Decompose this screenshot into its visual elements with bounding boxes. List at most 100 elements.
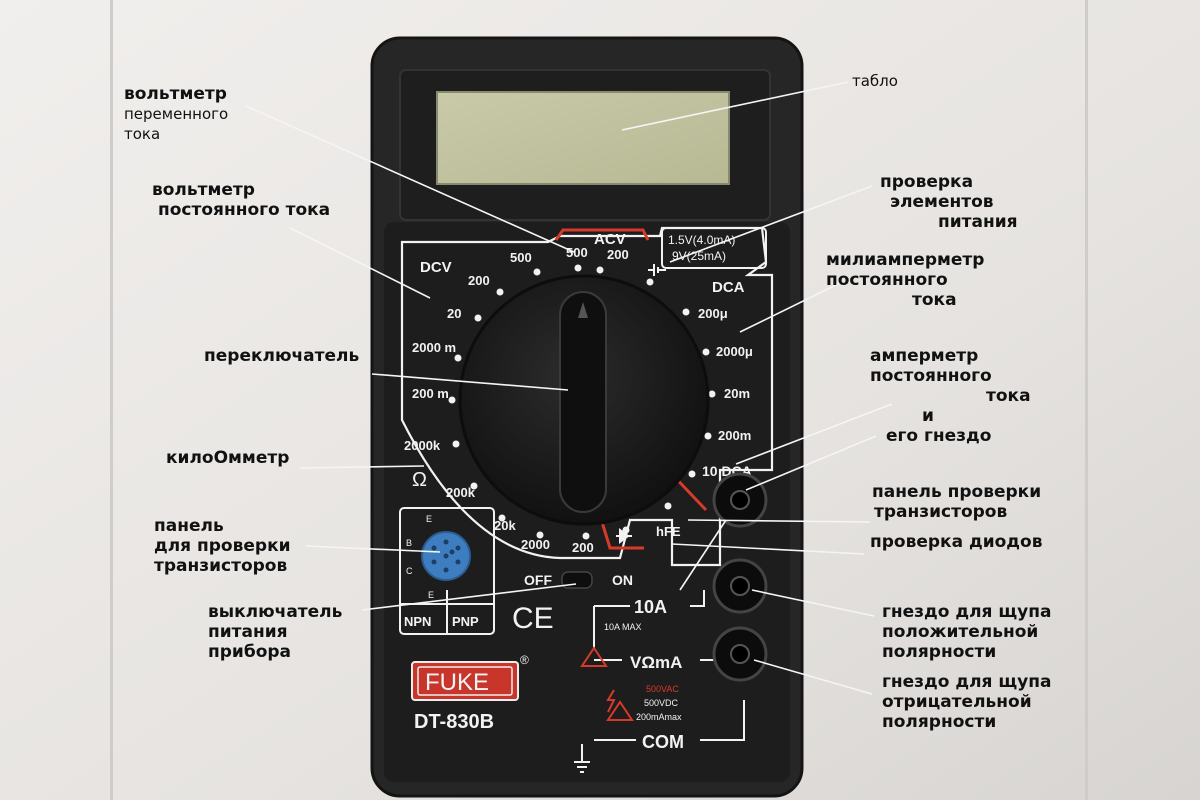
ohm-range-200: 200: [572, 540, 594, 555]
lcd-screen: [436, 91, 730, 185]
power-off-label: OFF: [524, 572, 552, 588]
leader-positive-jack: [751, 589, 875, 617]
label-dc-milliammeter: милиамперметр постоянного тока: [826, 250, 984, 310]
warning-icon-2: [606, 700, 634, 721]
brand-badge-inner: [417, 666, 513, 696]
lightning-icon: [606, 689, 616, 713]
leader-selector: [371, 373, 569, 391]
model-name: DT-830B: [414, 711, 494, 733]
frame-edge-right: [1085, 0, 1088, 800]
label-dc-milliammeter-line1: милиамперметр: [826, 250, 985, 270]
brand-badge: [411, 661, 519, 701]
label-negative-jack-line2: отрицательной: [882, 692, 1032, 712]
leader-dc-milliammeter: [739, 281, 843, 333]
label-transistor-panel-right-line2: транзисторов: [874, 502, 1008, 522]
leader-display: [621, 81, 849, 131]
leader-transistor-panel-right: [687, 519, 871, 523]
jack-com[interactable]: [712, 626, 768, 682]
label-transistor-panel-left: панель для проверки транзисторов: [154, 516, 291, 576]
jack-v-ohm-ma[interactable]: [712, 558, 768, 614]
transistor-socket-holes: [431, 539, 461, 573]
label-power-switch-line3: прибора: [208, 642, 292, 662]
label-power-switch-line2: питания: [208, 622, 288, 642]
label-dc-ammeter-line2: постоянного: [870, 366, 992, 386]
battery-range-1: 1.5V(4.0mA): [668, 233, 735, 247]
battery-box: [661, 227, 767, 269]
label-positive-jack-line1: гнездо для щупа: [882, 602, 1052, 622]
leader-power-switch: [361, 583, 577, 611]
acv-title: ACV: [594, 231, 626, 248]
battery-range-2: 9V(25mA): [672, 249, 726, 263]
limit-500vac: 500VAC: [646, 684, 679, 694]
leader-dc-voltmeter: [289, 227, 431, 299]
ohm-range-2000k: 2000k: [404, 438, 441, 453]
label-power-switch-line1: выключатель: [208, 602, 343, 622]
jack-10a[interactable]: [712, 472, 768, 528]
ohm-range-20k: 20k: [494, 518, 516, 533]
dcv-range-200m: 200 m: [412, 386, 449, 401]
selector-handle[interactable]: [559, 291, 607, 513]
label-negative-jack-line1: гнездо для щупа: [882, 672, 1052, 692]
leader-transistor-panel-left: [305, 545, 441, 553]
range-dots: [448, 264, 716, 540]
label-dc-ammeter-line5: его гнездо: [886, 426, 992, 446]
label-battery-test-line1: проверка: [880, 172, 974, 192]
leader-battery-test: [669, 185, 873, 263]
transistor-pin-c: C: [406, 566, 413, 576]
dca-range-200u: 200μ: [698, 306, 728, 321]
power-on-label: ON: [612, 572, 633, 588]
label-kiloohmmeter: килоОмметр: [166, 448, 290, 468]
label-positive-jack: гнездо для щупа положительной полярности: [882, 602, 1051, 662]
ohm-range-200k: 200k: [446, 485, 476, 500]
jack-wiring: [574, 590, 745, 773]
label-ac-voltmeter: вольтметр переменного тока: [124, 84, 228, 144]
label-dc-ammeter-line3: тока: [986, 386, 1031, 406]
ohm-range-2000: 2000: [521, 537, 550, 552]
diode-icon: [616, 528, 632, 544]
label-dc-ammeter-line1: амперметр: [870, 346, 979, 366]
ten-a-max-label: 10A MAX: [604, 622, 642, 632]
label-selector: переключатель: [204, 346, 360, 366]
leader-lines: [245, 81, 893, 695]
label-ac-voltmeter-line1: вольтметр: [124, 84, 227, 104]
label-transistor-panel-right: панель проверки транзисторов: [872, 482, 1041, 522]
transistor-pin-e1: E: [426, 514, 432, 524]
label-ac-voltmeter-line3: тока: [124, 125, 161, 143]
frame-edge-left: [110, 0, 113, 800]
dcv-title: DCV: [420, 259, 452, 276]
battery-icon: [648, 264, 666, 276]
hfe-accent: [600, 521, 644, 550]
label-battery-test-line2: элементов: [890, 192, 994, 212]
label-negative-jack: гнездо для щупа отрицательной полярности: [882, 672, 1051, 732]
dcv-range-500: 500: [510, 250, 532, 265]
limit-500vdc: 500VDC: [644, 698, 679, 708]
label-dc-voltmeter-line1: вольтметр: [152, 180, 255, 200]
brand-logo: FUKE: [425, 669, 489, 696]
com-label: COM: [642, 732, 684, 752]
label-battery-test-line3: питания: [938, 212, 1018, 232]
label-ac-voltmeter-line2: переменного: [124, 105, 229, 123]
label-dc-ammeter-line4: и: [922, 406, 934, 426]
ce-mark: CE: [512, 602, 554, 635]
acv-range-200: 200: [607, 247, 629, 262]
hfe-label: hFE: [656, 524, 681, 539]
label-dc-milliammeter-line2: постоянного: [826, 270, 948, 290]
label-power-switch: выключатель питания прибора: [208, 602, 342, 662]
leader-kiloohmmeter: [299, 465, 425, 469]
npn-label: NPN: [404, 614, 431, 629]
label-positive-jack-line2: положительной: [882, 622, 1039, 642]
limit-200ma: 200mAmax: [636, 712, 682, 722]
vma-label: VΩmA: [630, 653, 682, 672]
leader-10a-jack: [679, 519, 727, 591]
warning-icon-1: [580, 646, 608, 667]
label-transistor-panel-left-line2: для проверки: [154, 536, 291, 556]
registered-mark: ®: [520, 653, 529, 667]
label-diode-test: проверка диодов: [870, 532, 1043, 552]
label-dc-ammeter: амперметр постоянного тока и его гнездо: [870, 346, 1031, 446]
leader-dc-ammeter-jack: [745, 435, 877, 491]
transistor-pin-b: B: [406, 538, 412, 548]
label-dc-milliammeter-line3: тока: [912, 290, 957, 310]
label-positive-jack-line3: полярности: [882, 642, 997, 662]
leader-ac-voltmeter: [245, 105, 575, 253]
